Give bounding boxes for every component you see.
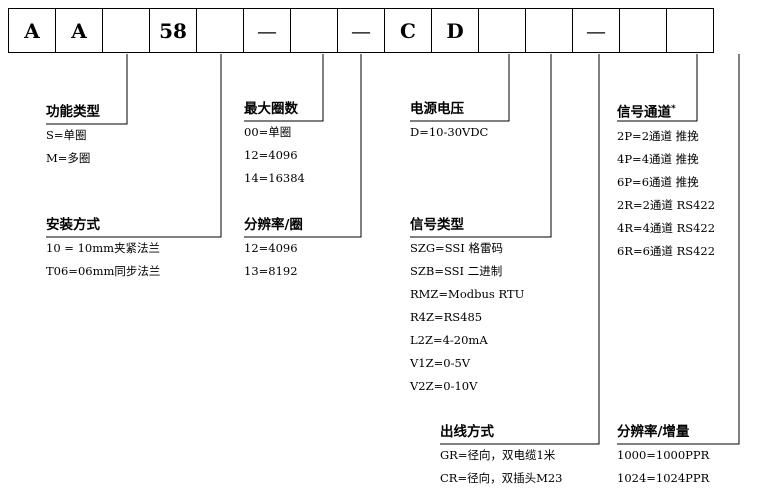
signal-type-title: 信号类型	[410, 217, 464, 233]
code-cell-4: 58	[149, 8, 197, 53]
group-resolution-turn: 分辨率/圈 12=4096 13=8192	[244, 217, 303, 283]
max-turns-item: 12=4096	[244, 148, 298, 162]
function-type-title: 功能类型	[46, 104, 100, 120]
group-power-voltage: 电源电压 D=10-30VDC	[410, 101, 488, 144]
function-type-item: M=多圈	[46, 151, 91, 165]
group-outlet: 出线方式 GR=径向，双电缆1米 CR=径向，双插头M23	[440, 424, 563, 490]
signal-channel-title-text: 信号通道	[617, 104, 671, 121]
connector-signal-type	[410, 54, 552, 238]
signal-type-item: SZB=SSI 二进制	[410, 264, 503, 278]
connector-outlet	[440, 54, 600, 445]
group-max-turns: 最大圈数 00=单圈 12=4096 14=16384	[244, 101, 305, 190]
code-cell-15	[666, 8, 714, 53]
order-code-row: A A 58 — — C D —	[8, 8, 714, 53]
signal-type-item: V1Z=0-5V	[410, 356, 471, 370]
max-turns-item: 14=16384	[244, 171, 305, 185]
function-type-item: S=单圈	[46, 128, 87, 142]
resolution-increment-title: 分辨率/增量	[617, 424, 690, 440]
signal-channel-item: 4P=4通道 推挽	[617, 151, 699, 166]
signal-type-item: SZG=SSI 格雷码	[410, 241, 503, 255]
signal-channel-item: 6P=6通道 推挽	[617, 174, 699, 189]
signal-channel-item: 4R=4通道 RS422	[617, 220, 716, 235]
connector-signal-channel	[617, 54, 698, 122]
signal-type-item: RMZ=Modbus RTU	[410, 287, 525, 301]
max-turns-item: 00=单圈	[244, 125, 292, 139]
mounting-item: T06=06mm同步法兰	[46, 264, 161, 278]
connector-power-voltage	[410, 54, 510, 122]
resolution-increment-item: 1024=1024PPR	[617, 471, 710, 485]
connector-resolution-turn	[244, 54, 362, 238]
max-turns-title: 最大圈数	[244, 101, 298, 117]
resolution-increment-item: 1000=1000PPR	[617, 448, 710, 462]
group-signal-channel: 信号通道* 2P=2通道 推挽 4P=4通道 推挽 6P=6通道 推挽 2R=2…	[617, 101, 715, 263]
resolution-turn-title: 分辨率/圈	[244, 217, 303, 233]
outlet-item: GR=径向，双电缆1米	[440, 448, 556, 462]
mounting-item: 10 = 10mm夹紧法兰	[46, 241, 161, 255]
outlet-title: 出线方式	[440, 424, 494, 440]
outlet-item: CR=径向，双插头M23	[440, 471, 563, 485]
resolution-turn-item: 13=8192	[244, 264, 298, 278]
group-mounting: 安装方式 10 = 10mm夹紧法兰 T06=06mm同步法兰	[46, 217, 160, 283]
signal-type-item: R4Z=RS485	[410, 310, 483, 324]
power-voltage-item: D=10-30VDC	[410, 125, 489, 139]
signal-channel-title-mark: *	[671, 104, 676, 114]
signal-type-item: V2Z=0-10V	[410, 379, 478, 393]
signal-channel-item: 2R=2通道 RS422	[617, 197, 716, 212]
resolution-turn-item: 12=4096	[244, 241, 298, 255]
connector-resolution-increment	[617, 54, 740, 445]
connector-mounting	[46, 54, 222, 238]
connector-function-type	[46, 54, 128, 125]
group-function-type: 功能类型 S=单圈 M=多圈	[46, 104, 100, 170]
signal-channel-title: 信号通道*	[617, 101, 715, 121]
signal-channel-item: 6R=6通道 RS422	[617, 243, 716, 258]
group-signal-type: 信号类型 SZG=SSI 格雷码 SZB=SSI 二进制 RMZ=Modbus …	[410, 217, 524, 398]
group-resolution-increment: 分辨率/增量 1000=1000PPR 1024=1024PPR	[617, 424, 709, 490]
connector-max-turns	[244, 54, 324, 122]
signal-type-item: L2Z=4-20mA	[410, 333, 488, 347]
power-voltage-title: 电源电压	[410, 101, 464, 117]
signal-channel-item: 2P=2通道 推挽	[617, 128, 699, 143]
mounting-title: 安装方式	[46, 217, 100, 233]
